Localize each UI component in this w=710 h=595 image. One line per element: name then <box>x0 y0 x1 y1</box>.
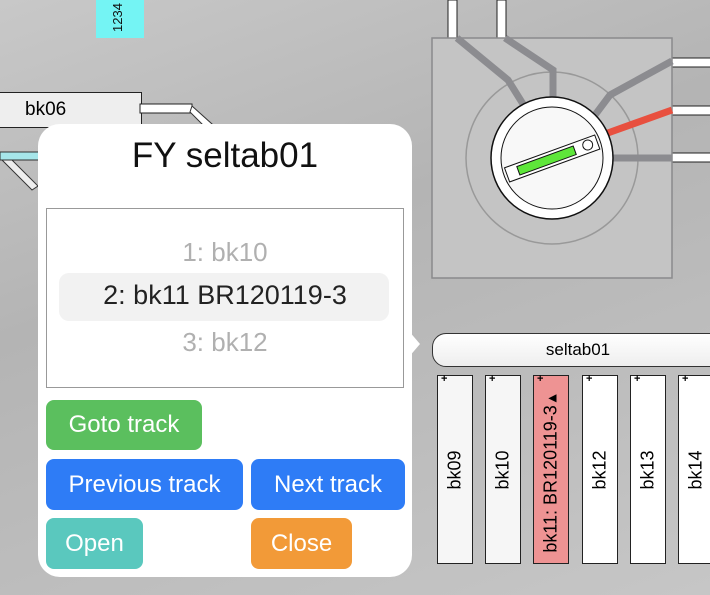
track-block-bk13[interactable]: + bk13 <box>630 373 666 564</box>
rail <box>447 0 458 39</box>
rail <box>139 103 193 114</box>
previous-track-button[interactable]: Previous track <box>46 459 243 510</box>
track-block-bk10[interactable]: + bk10 <box>485 373 521 564</box>
track-block-bk11[interactable]: + bk11: BR120119-3▲ <box>533 373 569 564</box>
turntable-dialog: FY seltab01 1: bk10 2: bk11 BR120119-3 3… <box>38 124 412 577</box>
plus-icon: + <box>441 373 448 385</box>
track-label: bk12 <box>589 449 610 490</box>
picker-item[interactable]: 1: bk10 <box>182 237 268 267</box>
track-block-bk09[interactable]: + bk09 <box>437 373 473 564</box>
picker-item[interactable]: 3: bk12 <box>182 327 268 357</box>
goto-track-button[interactable]: Goto track <box>46 400 202 450</box>
track-label: bk14 <box>685 449 706 490</box>
rail <box>671 152 710 163</box>
turntable-bridge <box>516 145 577 176</box>
block-label: bk06 <box>25 99 67 120</box>
track-picker[interactable]: 1: bk10 2: bk11 BR120119-3 3: bk12 <box>46 208 404 388</box>
next-track-button[interactable]: Next track <box>251 459 405 510</box>
direction-arrow-icon: ▲ <box>543 391 560 406</box>
plus-icon: + <box>682 373 689 385</box>
plus-icon: + <box>537 373 544 385</box>
picker-selection-highlight <box>59 273 389 321</box>
track-label-text: bk11: BR120119-3 <box>540 405 561 553</box>
active-track-line <box>603 106 674 138</box>
rail <box>671 105 710 116</box>
close-button[interactable]: Close <box>251 518 352 569</box>
track-block-bk12[interactable]: + bk12 <box>582 373 618 564</box>
rail <box>671 57 710 68</box>
track-label: bk10 <box>492 449 513 490</box>
counter-tag: 1234 <box>96 0 144 38</box>
plus-icon: + <box>489 373 496 385</box>
dialog-title: FY seltab01 <box>131 136 319 175</box>
open-button[interactable]: Open <box>46 518 143 569</box>
plus-icon: + <box>586 373 593 385</box>
track-label: bk09 <box>444 449 465 490</box>
track-label: bk11: BR120119-3▲ <box>541 391 562 552</box>
plus-icon: + <box>634 373 641 385</box>
block-bk06[interactable]: bk06 <box>0 92 142 128</box>
rail <box>496 0 507 39</box>
track-block-bk14[interactable]: + bk14 <box>678 373 710 564</box>
track-label: bk13 <box>637 449 658 490</box>
turntable-label[interactable]: seltab01 <box>432 333 710 367</box>
picker-item-selected[interactable]: 2: bk11 BR120119-3 <box>103 280 347 310</box>
